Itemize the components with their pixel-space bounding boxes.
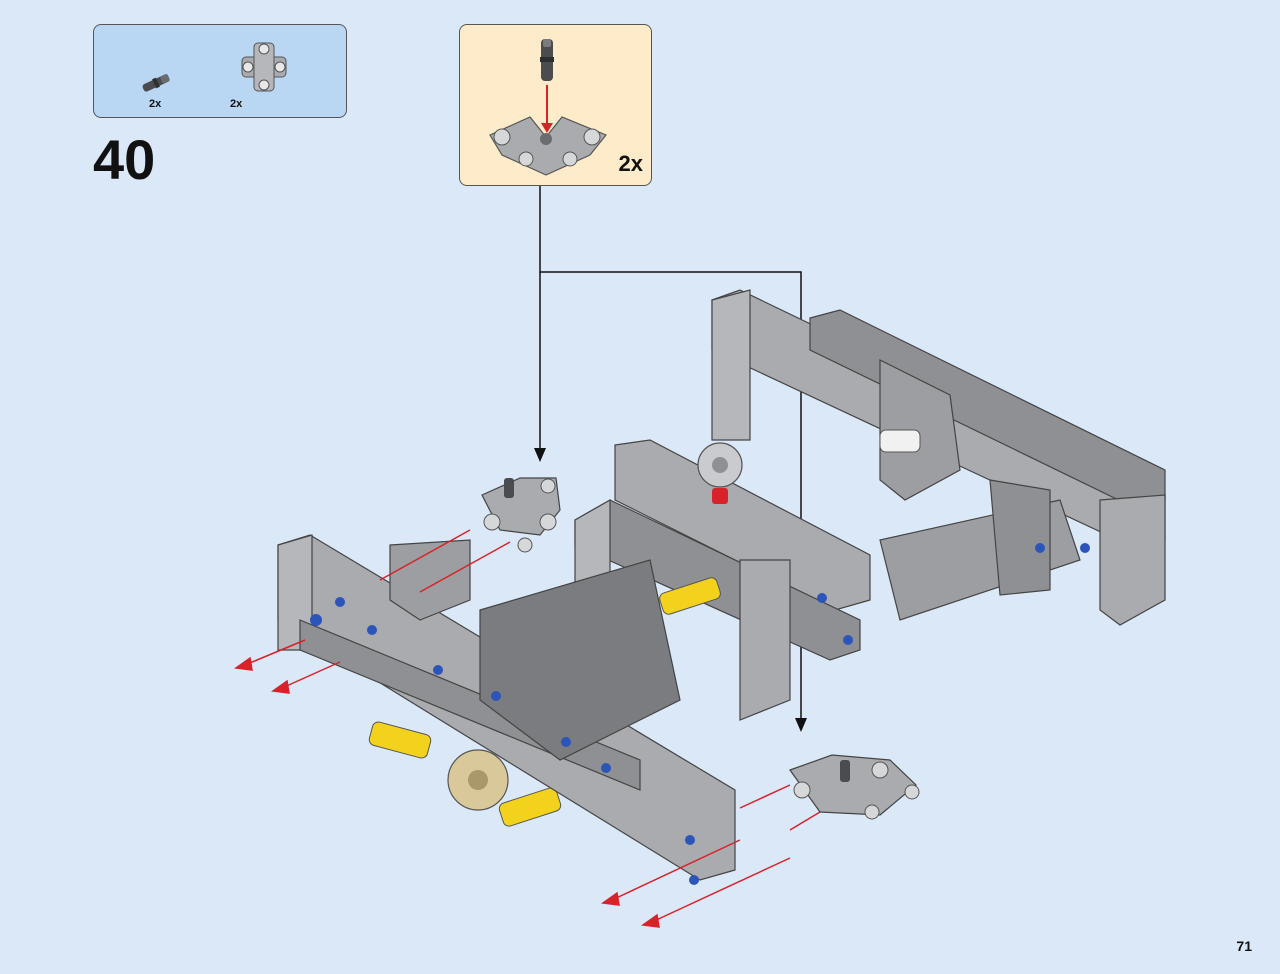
cross-connector-block-icon bbox=[241, 42, 287, 92]
cross-connector-left bbox=[481, 477, 561, 553]
part-quantity-axle-pin: 2x bbox=[149, 98, 162, 110]
front-gear bbox=[447, 749, 509, 811]
yellow-axle-front-left bbox=[368, 721, 432, 759]
axle-pin-connector-icon bbox=[142, 74, 170, 92]
yellow-axle-middle bbox=[659, 577, 721, 615]
subassembly-box: 2x bbox=[459, 24, 652, 186]
yellow-axle-front-right bbox=[498, 787, 562, 827]
parts-list-box: 2x 2x bbox=[93, 24, 347, 118]
middle-frame bbox=[574, 439, 1081, 721]
parts-list-icons bbox=[142, 42, 287, 92]
step-number: 40 bbox=[93, 128, 156, 191]
subassembly-illustration bbox=[489, 39, 607, 176]
callout-arrowhead-left bbox=[534, 448, 546, 462]
cross-connector-block-icon bbox=[489, 116, 607, 176]
insert-arrow bbox=[541, 85, 553, 133]
cross-connector-right bbox=[789, 754, 920, 820]
red-insertion-arrows bbox=[234, 529, 821, 928]
part-quantity-cross-block: 2x bbox=[230, 98, 243, 110]
callout-lines bbox=[539, 186, 802, 722]
callout-arrowhead-right bbox=[795, 718, 807, 732]
page-number: 71 bbox=[1236, 938, 1252, 954]
rear-frame bbox=[711, 289, 1166, 626]
top-gear bbox=[697, 442, 743, 504]
axle-pin-icon bbox=[540, 39, 554, 81]
blue-pins bbox=[310, 543, 1090, 885]
front-frame bbox=[277, 534, 736, 881]
subassembly-multiplier: 2x bbox=[618, 151, 643, 176]
